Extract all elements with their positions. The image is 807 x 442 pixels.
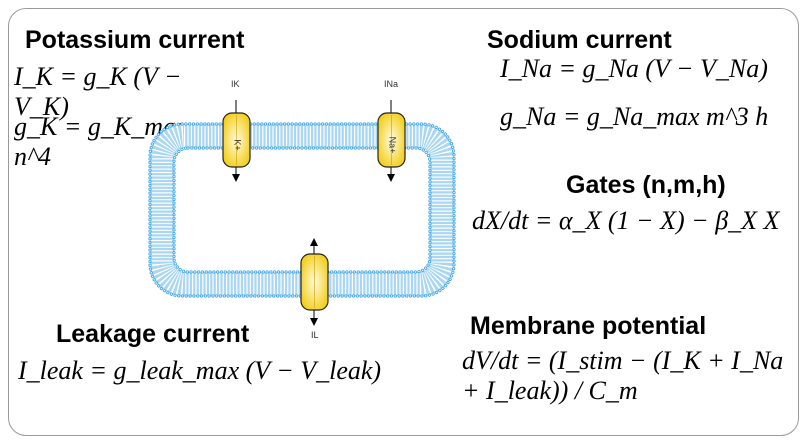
- equation-gna: g_Na = g_Na_max m^3 h: [500, 102, 769, 131]
- current-leak-label: IL: [311, 330, 319, 340]
- potassium-channel: [222, 100, 251, 182]
- slide-frame: [8, 8, 799, 436]
- current-k-label: IK: [231, 79, 240, 89]
- heading-potassium: Potassium current: [25, 26, 245, 54]
- equation-ina: I_Na = g_Na (V − V_Na): [500, 54, 768, 83]
- leak-channel: [300, 238, 329, 326]
- na-ion-label: Na+: [387, 136, 398, 154]
- heading-leakage: Leakage current: [56, 320, 250, 348]
- equation-gate: dX/dt = α_X (1 − X) − β_X X: [472, 206, 780, 235]
- equation-ik: I_K = g_K (V − V_K): [14, 62, 182, 121]
- equation-membrane: dV/dt = (I_stim − (I_K + I_Na + I_leak))…: [462, 346, 784, 405]
- heading-membrane: Membrane potential: [470, 312, 707, 340]
- k-ion-label: K+: [232, 139, 243, 151]
- sodium-channel: [377, 100, 406, 182]
- heading-gates: Gates (n,m,h): [566, 171, 726, 199]
- current-na-label: INa: [384, 79, 399, 89]
- equation-leak: I_leak = g_leak_max (V − V_leak): [18, 356, 382, 385]
- heading-sodium: Sodium current: [487, 26, 672, 54]
